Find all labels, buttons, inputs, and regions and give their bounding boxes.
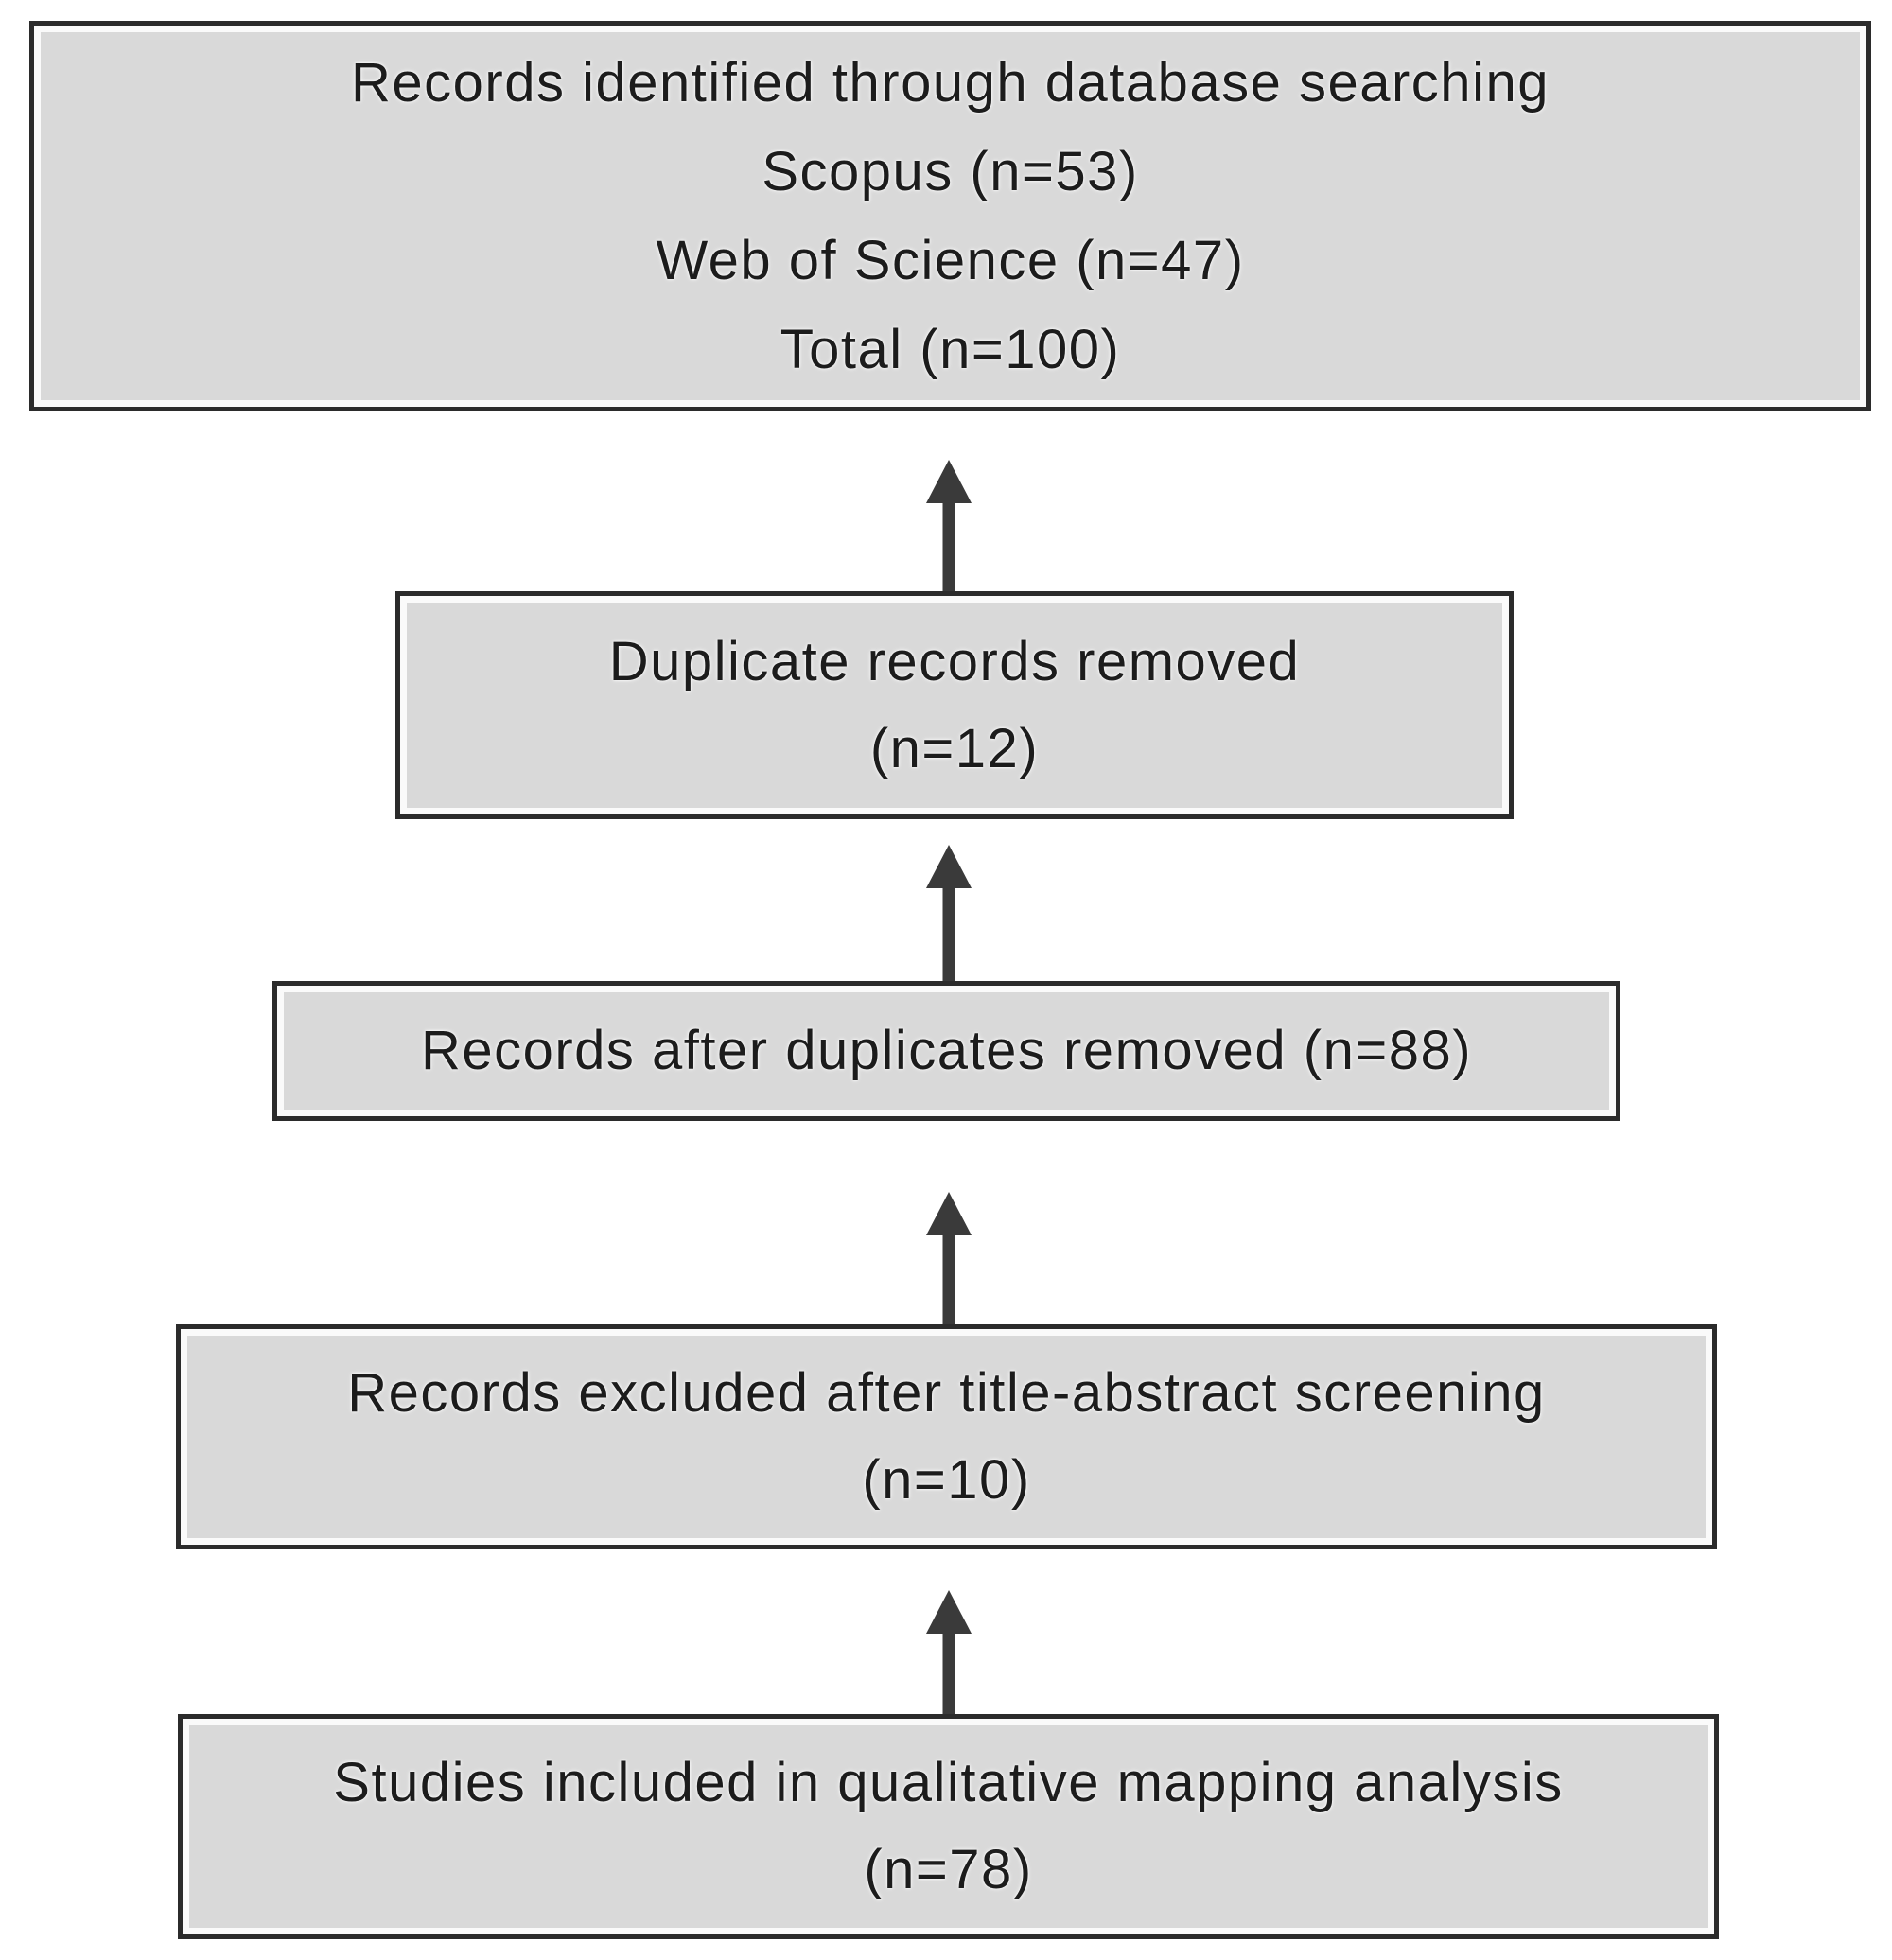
box-text-line: Scopus (n=53)	[762, 140, 1139, 202]
arrow-up-icon	[926, 460, 972, 593]
box-studies-included-qualitative-mapping: Studies included in qualitative mapping …	[178, 1714, 1719, 1939]
arrow-shaft	[942, 1232, 955, 1327]
box-records-after-duplicates-removed: Records after duplicates removed (n=88)	[272, 981, 1620, 1121]
arrow-head	[926, 460, 972, 503]
box-text-line: (n=12)	[869, 717, 1040, 779]
box-records-excluded-title-abstract: Records excluded after title-abstract sc…	[176, 1324, 1717, 1549]
arrow-up-icon	[926, 1192, 972, 1327]
box-duplicate-records-removed: Duplicate records removed (n=12)	[395, 591, 1514, 819]
arrow-head	[926, 845, 972, 888]
box-text-line: Duplicate records removed	[608, 630, 1301, 692]
arrow-shaft	[942, 884, 955, 982]
arrow-up-icon	[926, 1590, 972, 1716]
arrow-head	[926, 1590, 972, 1634]
box-text-line: Records excluded after title-abstract sc…	[347, 1362, 1546, 1424]
box-text-line: (n=78)	[864, 1839, 1033, 1900]
arrow-shaft	[942, 1630, 955, 1716]
arrow-up-icon	[926, 845, 972, 982]
box-records-identified: Records identified through database sear…	[29, 21, 1871, 411]
box-text-line: Studies included in qualitative mapping …	[333, 1752, 1564, 1813]
box-text-line: (n=10)	[862, 1449, 1031, 1511]
box-text-line: Records after duplicates removed (n=88)	[420, 1020, 1473, 1081]
box-text-line: Records identified through database sear…	[351, 51, 1550, 114]
arrow-shaft	[942, 499, 955, 593]
box-text-line: Web of Science (n=47)	[656, 229, 1245, 291]
arrow-head	[926, 1192, 972, 1235]
box-text-line: Total (n=100)	[780, 318, 1121, 380]
